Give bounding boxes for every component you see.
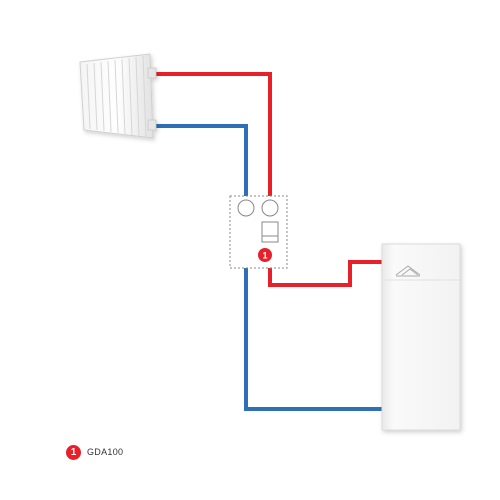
module-box: 1 bbox=[229, 195, 288, 269]
return-pipes bbox=[150, 124, 384, 411]
supply-pipe-boiler bbox=[268, 260, 384, 287]
module-marker-badge bbox=[258, 248, 272, 262]
module-valve bbox=[261, 221, 279, 237]
return-pipe-radiator bbox=[150, 124, 248, 202]
boiler-logo-icon bbox=[395, 265, 421, 277]
radiator-icon bbox=[79, 53, 157, 139]
return-pipe-boiler bbox=[244, 268, 384, 411]
legend: 1 GDA100 bbox=[66, 444, 123, 460]
module-marker-number: 1 bbox=[262, 251, 267, 261]
boiler-icon bbox=[381, 243, 461, 431]
module-gauge-right bbox=[261, 199, 279, 217]
legend-badge: 1 bbox=[66, 444, 81, 460]
supply-pipes bbox=[150, 72, 384, 287]
legend-label: GDA100 bbox=[87, 447, 124, 457]
supply-pipe-radiator bbox=[150, 72, 272, 202]
module-gauge-left bbox=[237, 199, 255, 217]
